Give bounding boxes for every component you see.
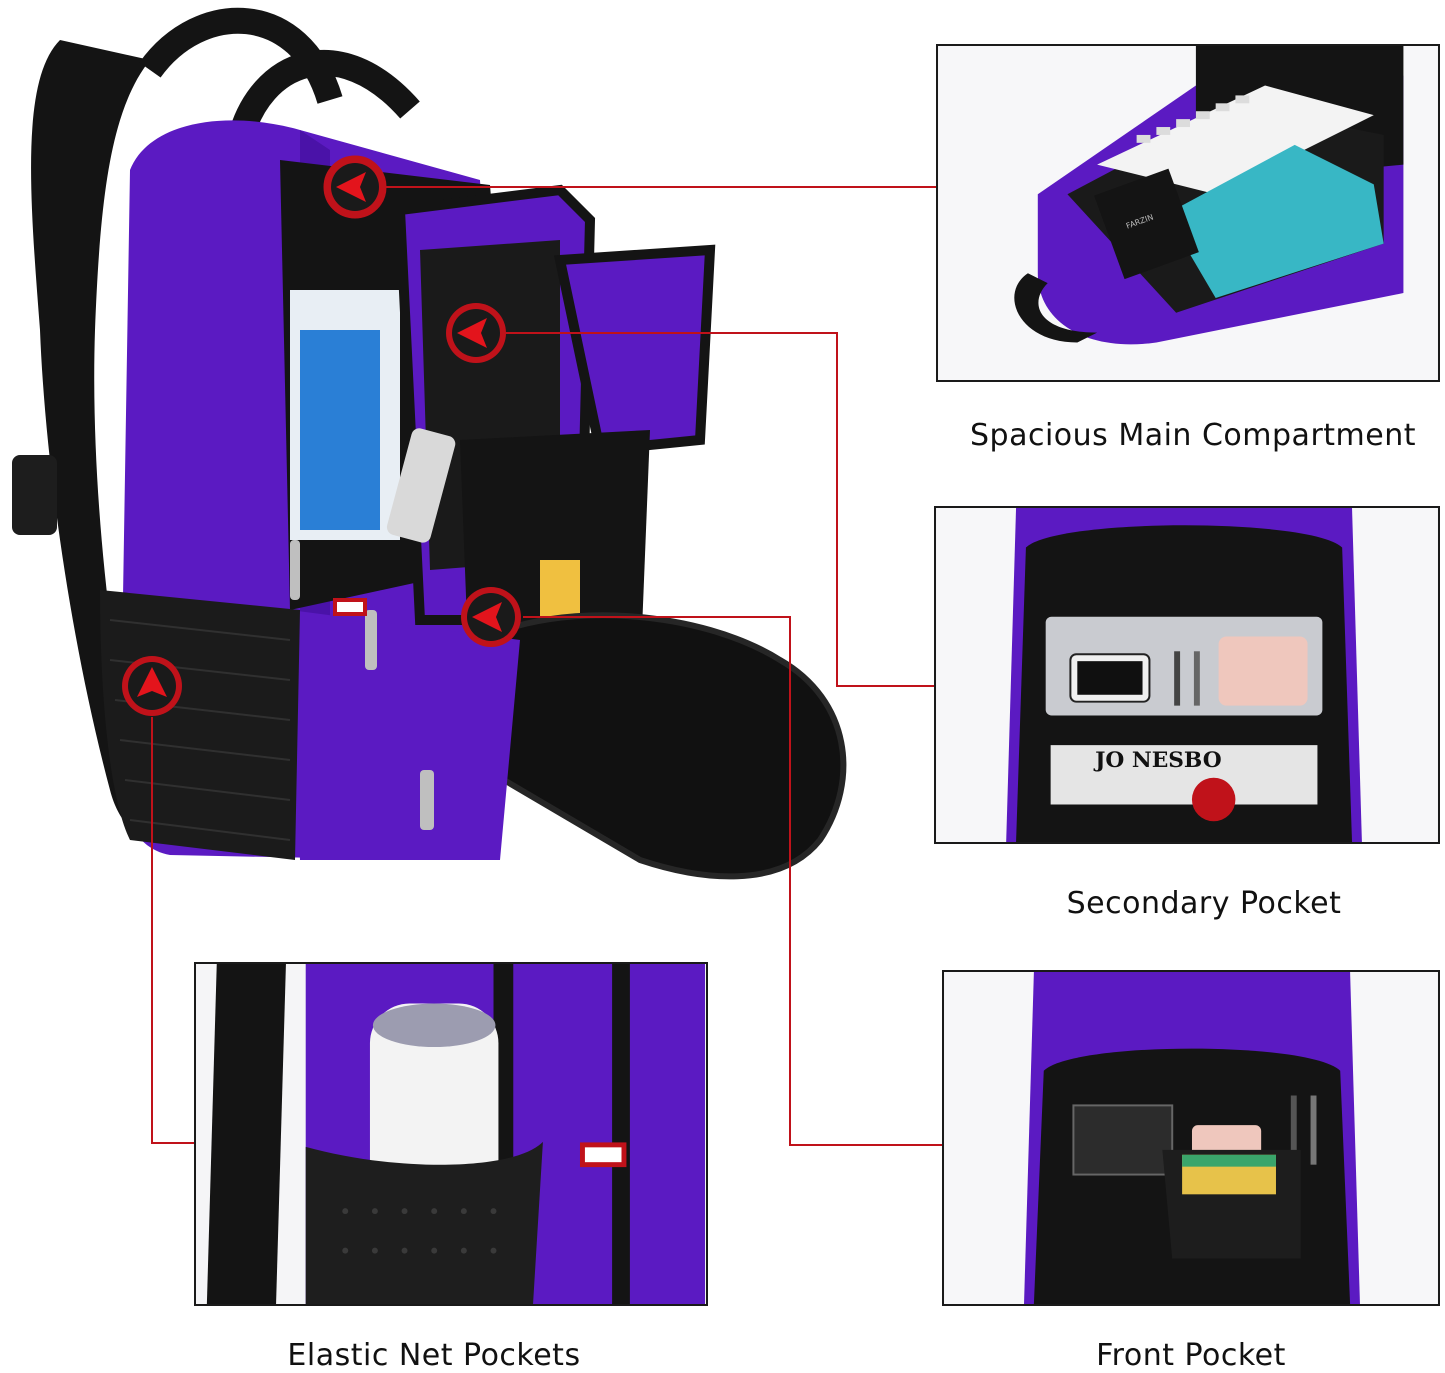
- backpack-main-illustration: [12, 7, 847, 880]
- zip-pull: [365, 610, 377, 670]
- mesh-pocket: [305, 1141, 543, 1304]
- secondary-pocket-photo: JO NESBO: [936, 508, 1438, 842]
- pen: [1290, 1095, 1297, 1165]
- power-bank: [386, 428, 456, 543]
- laptop: [300, 330, 380, 530]
- front-pocket-photo: [944, 972, 1438, 1304]
- pen: [1193, 651, 1200, 706]
- shoulder-strap: [31, 40, 151, 830]
- strap-buckle: [12, 455, 57, 535]
- brand-tab: [333, 598, 367, 616]
- inset-main-compartment: FARZIN: [936, 44, 1440, 382]
- tablet: [1072, 1104, 1174, 1176]
- pen: [1310, 1095, 1317, 1165]
- phone-rose: [1218, 636, 1308, 706]
- zip-pull: [420, 770, 434, 830]
- brand-tab: [579, 1142, 627, 1168]
- caption-elastic-net-pockets: Elastic Net Pockets: [287, 1338, 581, 1373]
- pen: [1174, 651, 1181, 706]
- main-compartment-photo: FARZIN: [938, 46, 1438, 380]
- caption-secondary-pocket: Secondary Pocket: [1066, 886, 1342, 921]
- caption-front-pocket: Front Pocket: [1096, 1338, 1286, 1373]
- book-title: JO NESBO: [1093, 748, 1222, 773]
- net-pocket-photo: [196, 964, 706, 1304]
- caption-main-compartment: Spacious Main Compartment: [970, 418, 1416, 453]
- zip-pull: [290, 540, 300, 600]
- inset-front-pocket: [942, 970, 1440, 1306]
- inset-secondary-pocket: JO NESBO: [934, 506, 1440, 844]
- front-panel: [290, 610, 520, 860]
- keyboard-keys: [1136, 95, 1250, 143]
- water-bottle: [369, 1003, 499, 1202]
- inset-elastic-net-pockets: [194, 962, 708, 1306]
- mesh-dots: [342, 1208, 497, 1254]
- front-pocket-open-flap: [466, 612, 847, 880]
- top-handle: [227, 49, 420, 144]
